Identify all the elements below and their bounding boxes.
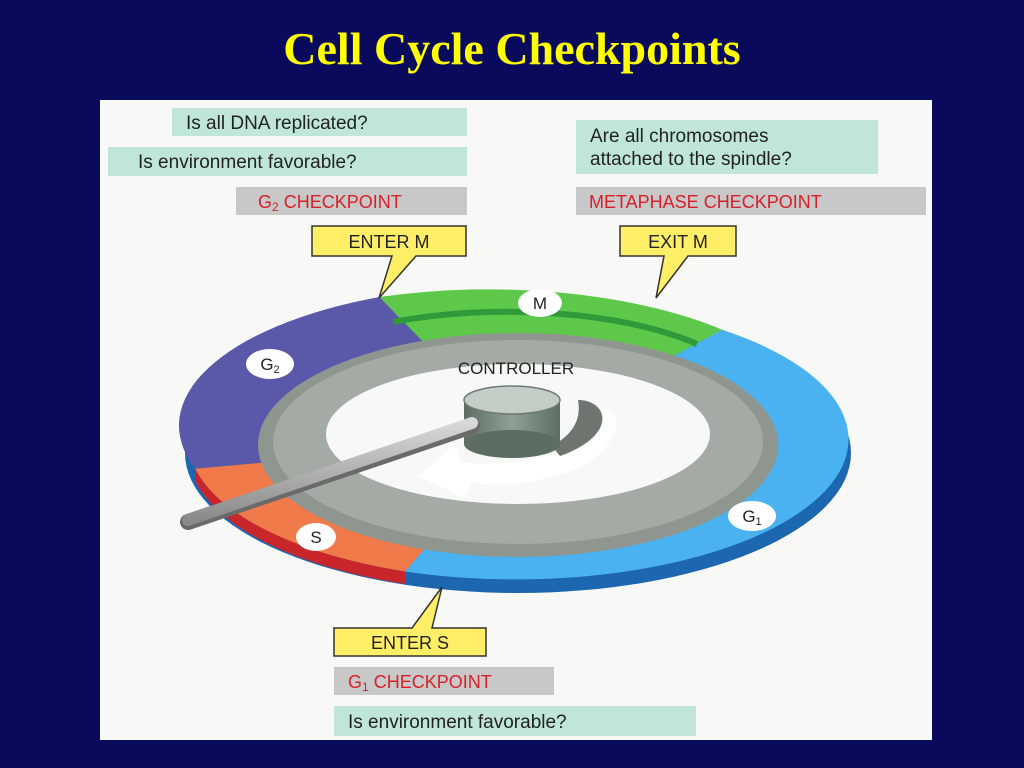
g1-checkpoint-block: G1 CHECKPOINT Is environment favorable? <box>334 667 696 736</box>
cycle-arrow <box>418 408 617 498</box>
enter-s-box <box>333 586 487 657</box>
m-phase-badge <box>518 289 562 317</box>
phase-badges: M G2 S G1 <box>246 289 776 551</box>
g1-question: Is environment favorable? <box>348 712 567 733</box>
g1-checkpoint-box <box>334 667 554 695</box>
arrow-shadow <box>552 400 603 456</box>
m-phase-inner-stripe <box>392 308 699 347</box>
enter-m-box <box>311 225 467 299</box>
cell-cycle-diagram: CONTROLLER M G2 S G1 Is all DNA replicat… <box>100 100 932 740</box>
g2-question-2: Is environment favorable? <box>138 152 357 173</box>
s-phase-label: S <box>310 528 321 547</box>
enter-s-callout: ENTER S <box>333 586 487 657</box>
slide-title: Cell Cycle Checkpoints <box>283 23 741 74</box>
metaphase-checkpoint-block: Are all chromosomes attached to the spin… <box>576 120 926 215</box>
g2-phase-label: G2 <box>260 355 279 376</box>
g2-question-box-1 <box>172 108 467 136</box>
controller: CONTROLLER <box>180 359 574 530</box>
g2-checkpoint-box <box>236 187 467 215</box>
g2-checkpoint-label: G2 CHECKPOINT <box>258 192 402 214</box>
exit-m-box <box>619 225 737 299</box>
metaphase-question-line-1: Are all chromosomes <box>590 126 768 147</box>
metaphase-checkpoint-label: METAPHASE CHECKPOINT <box>589 192 822 212</box>
enter-s-label: ENTER S <box>371 633 449 653</box>
metaphase-question-box <box>576 120 878 174</box>
enter-m-callout: ENTER M <box>311 225 467 299</box>
enter-m-label: ENTER M <box>349 232 430 252</box>
exit-m-label: EXIT M <box>648 232 708 252</box>
g1-question-box <box>334 706 696 736</box>
exit-m-callout: EXIT M <box>619 225 737 299</box>
g2-question-box-2 <box>108 147 467 176</box>
m-phase-label: M <box>533 294 547 313</box>
metaphase-question-line-2: attached to the spindle? <box>590 149 792 170</box>
s-phase-edge <box>195 468 405 584</box>
g2-checkpoint-block: Is all DNA replicated? Is environment fa… <box>108 108 467 215</box>
g1-phase-label: G1 <box>742 507 761 528</box>
g1-checkpoint-label: G1 CHECKPOINT <box>348 672 492 694</box>
s-phase-badge <box>296 523 336 551</box>
g1-phase-badge <box>728 501 776 531</box>
controller-handle <box>182 417 478 526</box>
controller-hub-top <box>463 385 561 415</box>
metaphase-checkpoint-box <box>576 187 926 215</box>
g2-phase-badge <box>246 349 294 379</box>
controller-label: CONTROLLER <box>458 359 574 378</box>
g2-question-1: Is all DNA replicated? <box>186 113 368 134</box>
